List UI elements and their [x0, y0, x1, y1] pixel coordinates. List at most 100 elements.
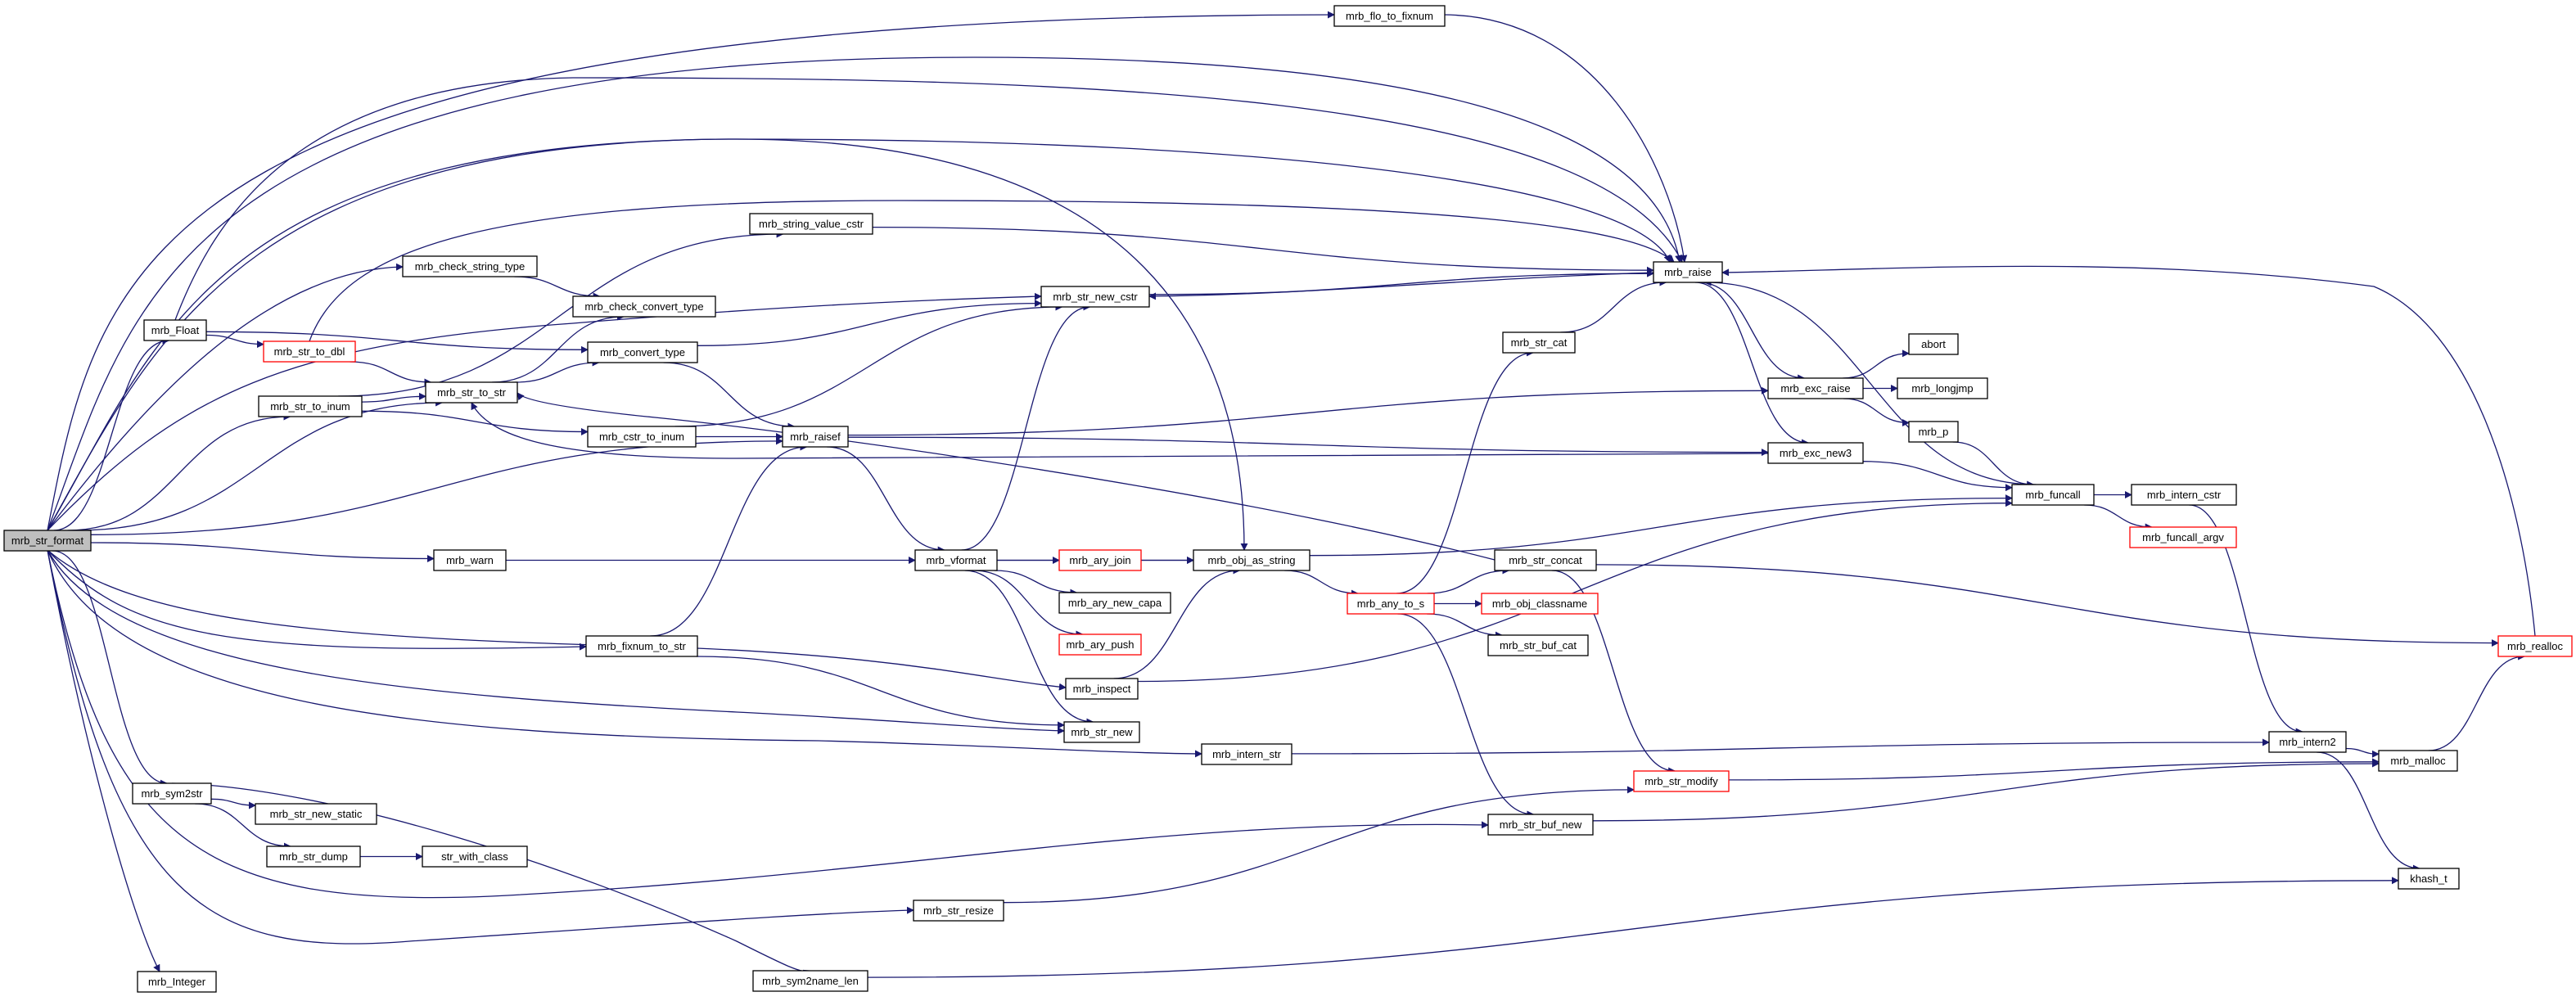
edge-str-new-cstr-to-raise [1148, 269, 1654, 295]
node-exc-raise[interactable]: mrb_exc_raise [1767, 377, 1864, 399]
node-str-new[interactable]: mrb_str_new [1063, 721, 1140, 743]
node-box [433, 549, 507, 571]
node-box [1040, 286, 1150, 308]
edge-funcall-to-funcall-argv [2084, 504, 2153, 531]
edge-realloc-to-raise [1721, 265, 2536, 637]
node-sym2str[interactable]: mrb_sym2str [132, 782, 212, 805]
node-label: mrb_str_concat [1509, 554, 1582, 566]
node-exc-new3[interactable]: mrb_exc_new3 [1767, 442, 1864, 464]
node-any-to-s[interactable]: mrb_any_to_s [1347, 593, 1435, 615]
edge-any-to-s-to-str-cat [1396, 349, 1534, 594]
node-str-modify[interactable]: mrb_str_modify [1633, 770, 1730, 792]
node-str-format[interactable]: mrb_str_format [3, 530, 92, 552]
node-sym2name-len[interactable]: mrb_sym2name_len [752, 970, 868, 992]
node-label: mrb_str_modify [1644, 775, 1718, 787]
node-box [1487, 814, 1594, 836]
node-raisef[interactable]: mrb_raisef [782, 426, 849, 448]
edge-any-to-s-to-str-buf-cat [1427, 613, 1503, 639]
node-label: mrb_ary_new_capa [1068, 597, 1162, 609]
node-p[interactable]: mrb_p [1908, 421, 1959, 443]
node-longjmp[interactable]: mrb_longjmp [1897, 377, 1988, 399]
edge-str-to-inum-to-string-value-cstr [338, 230, 784, 397]
edge-str-format-to-str-to-inum [67, 413, 291, 531]
node-label: mrb_ary_join [1069, 554, 1130, 566]
node-realloc[interactable]: mrb_realloc [2497, 635, 2573, 657]
edge-Float-to-raise [174, 77, 1683, 321]
node-label: mrb_str_to_dbl [274, 345, 345, 358]
edge-any-to-s-to-str-buf-new [1397, 613, 1535, 818]
node-funcall-argv[interactable]: mrb_funcall_argv [2129, 526, 2237, 548]
node-obj-classname[interactable]: mrb_obj_classname [1481, 593, 1599, 615]
edge-intern2-to-khash-t [2317, 751, 2420, 872]
edge-str-format-to-intern-str [47, 549, 1202, 758]
edge-str-format-to-raisef [90, 437, 783, 535]
node-box [143, 319, 207, 341]
node-box [749, 213, 873, 235]
node-label: mrb_vformat [927, 554, 986, 566]
node-str-to-inum[interactable]: mrb_str_to_inum [258, 395, 363, 417]
node-str-cat[interactable]: mrb_str_cat [1502, 331, 1576, 354]
node-flo-to-fixnum[interactable]: mrb_flo_to_fixnum [1333, 5, 1446, 27]
node-convert-type[interactable]: mrb_convert_type [587, 341, 698, 363]
edge-str-format-to-Float [53, 336, 170, 531]
node-intern2[interactable]: mrb_intern2 [2268, 731, 2347, 753]
node-box [2129, 526, 2237, 548]
node-funcall[interactable]: mrb_funcall [2011, 484, 2095, 506]
node-khash-t[interactable]: khash_t [2398, 868, 2460, 890]
edge-raise-to-str-new-cstr [1148, 272, 1654, 300]
node-box [2131, 484, 2237, 506]
node-str-to-dbl[interactable]: mrb_str_to_dbl [263, 340, 356, 363]
node-raise[interactable]: mrb_raise [1653, 261, 1723, 283]
node-str-new-static[interactable]: mrb_str_new_static [255, 803, 377, 825]
node-inspect[interactable]: mrb_inspect [1065, 678, 1139, 700]
edge-str-concat-to-str-modify [1551, 570, 1676, 775]
node-str-resize[interactable]: mrb_str_resize [913, 900, 1004, 922]
edge-str-format-to-str-resize [47, 549, 914, 945]
node-box [585, 635, 698, 657]
node-intern-cstr[interactable]: mrb_intern_cstr [2131, 484, 2237, 506]
node-label: mrb_cstr_to_inum [599, 431, 684, 443]
node-string-value-cstr[interactable]: mrb_string_value_cstr [749, 213, 873, 235]
node-fixnum-to-str[interactable]: mrb_fixnum_to_str [585, 635, 698, 657]
node-str-buf-cat[interactable]: mrb_str_buf_cat [1487, 634, 1589, 656]
edge-str-cat-to-raise [1560, 278, 1667, 333]
node-intern-str[interactable]: mrb_intern_str [1201, 743, 1293, 765]
edge-flo-to-fixnum-to-raise [1444, 14, 1688, 263]
node-abort[interactable]: abort [1908, 333, 1959, 355]
node-warn[interactable]: mrb_warn [433, 549, 507, 571]
node-malloc[interactable]: mrb_malloc [2378, 750, 2458, 772]
node-obj-as-string[interactable]: mrb_obj_as_string [1193, 549, 1311, 571]
node-label: mrb_sym2name_len [762, 975, 859, 987]
node-check-string-type[interactable]: mrb_check_string_type [402, 255, 538, 277]
node-ary-join[interactable]: mrb_ary_join [1058, 549, 1142, 571]
edge-str-format-to-Integer [47, 549, 160, 972]
node-box [914, 549, 998, 571]
node-label: mrb_obj_as_string [1208, 554, 1296, 566]
edge-intern-cstr-to-intern2 [2189, 504, 2303, 736]
edge-raise-to-exc-raise [1699, 282, 1806, 382]
node-ary-push[interactable]: mrb_ary_push [1058, 634, 1142, 656]
node-str-new-cstr[interactable]: mrb_str_new_cstr [1040, 286, 1150, 308]
node-box [1063, 721, 1140, 743]
edge-Float-to-convert-type [205, 331, 589, 354]
node-str-concat[interactable]: mrb_str_concat [1494, 549, 1597, 571]
node-vformat[interactable]: mrb_vformat [914, 549, 998, 571]
node-label: mrb_exc_new3 [1780, 447, 1852, 459]
edge-vformat-to-ary-push [973, 570, 1084, 638]
node-str-buf-new[interactable]: mrb_str_buf_new [1487, 814, 1594, 836]
node-Integer[interactable]: mrb_Integer [137, 971, 217, 993]
node-str-with-class[interactable]: str_with_class [422, 845, 528, 868]
node-Float[interactable]: mrb_Float [143, 319, 207, 341]
edge-str-format-to-str-buf-new [47, 549, 1489, 899]
node-check-convert-type[interactable]: mrb_check_convert_type [572, 295, 716, 318]
node-cstr-to-inum[interactable]: mrb_cstr_to_inum [587, 426, 697, 448]
node-ary-new-capa[interactable]: mrb_ary_new_capa [1058, 592, 1171, 614]
node-box [266, 845, 361, 868]
edge-convert-type-to-raisef [663, 362, 796, 431]
node-str-to-str[interactable]: mrb_str_to_str [425, 381, 518, 404]
edge-string-value-cstr-to-raise [872, 226, 1654, 274]
edge-str-format-to-raise [47, 138, 1671, 531]
node-label: mrb_convert_type [600, 346, 685, 358]
edge-str-format-to-str-new [47, 549, 1065, 735]
node-str-dump[interactable]: mrb_str_dump [266, 845, 361, 868]
